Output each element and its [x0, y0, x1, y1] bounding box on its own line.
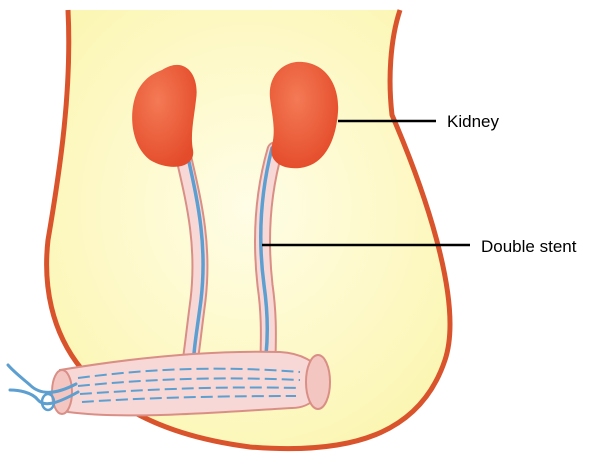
kidney-label: Kidney: [447, 113, 499, 130]
tube-end-right: [306, 355, 330, 409]
double-stent-label: Double stent: [481, 238, 576, 255]
